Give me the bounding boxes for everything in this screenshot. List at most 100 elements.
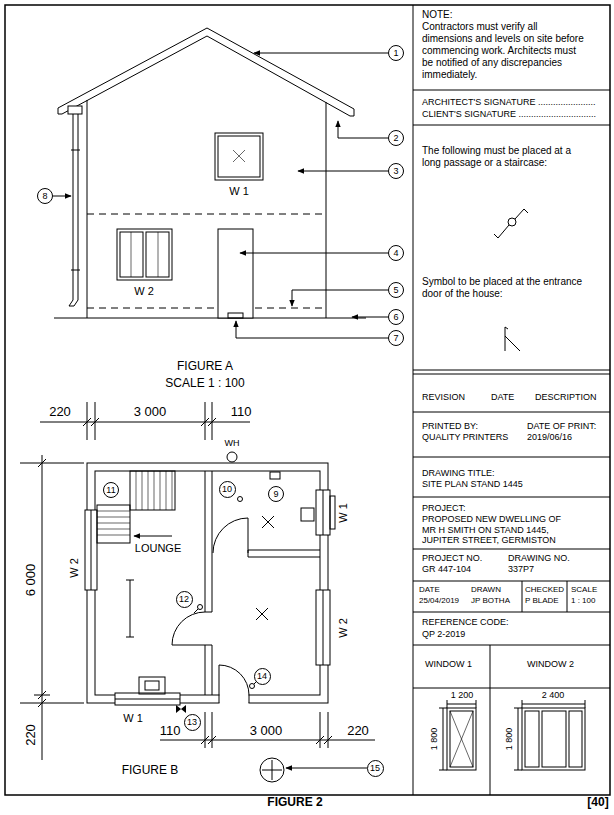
stair-tread (136, 471, 172, 510)
window-glass (323, 490, 324, 535)
door-step (228, 313, 243, 318)
staircase (130, 471, 175, 510)
dimension-line (20, 455, 84, 760)
wall (87, 100, 326, 318)
window-glass (115, 699, 180, 700)
title-block-text: REFERENCE CODE: (422, 617, 509, 628)
dimension-text: 1 800 (430, 727, 440, 752)
scale-label: SCALE 1 : 100 (164, 377, 245, 390)
window-plan (316, 490, 330, 535)
mark-total: [40] (586, 796, 609, 809)
door-jamb (219, 695, 249, 703)
window-pane (120, 232, 143, 277)
stair-tread (97, 511, 130, 535)
title-block-text: PROJECT NO. (422, 553, 482, 564)
title-block-text: 1 : 100 (571, 596, 595, 606)
two-way-switch-symbol (508, 218, 516, 226)
callout-number: 15 (370, 763, 380, 773)
title-block-text: GR 447-104 (422, 564, 471, 575)
leader-line (338, 121, 388, 138)
title-block-text: PRINTED BY: (422, 421, 478, 432)
title-block-cell: DRAWING TITLE:SITE PLAN STAND 1445 (413, 457, 610, 497)
figure-label: FIGURE B (121, 764, 180, 777)
title-block-cell: WINDOW 2 (490, 645, 610, 688)
title-block-text: DATE (491, 392, 514, 403)
callout-number: 12 (179, 594, 189, 604)
title-block-text: PROJECT: (422, 503, 466, 514)
door-swing (172, 612, 205, 645)
door-swing (213, 518, 248, 553)
title-block-cell: The following must be placed at a long p… (413, 125, 610, 370)
title-block-text: SCALE (571, 585, 597, 595)
title-block-text: 25/04/2019 (419, 596, 459, 606)
window-pane (569, 711, 582, 767)
bell-push-symbol (505, 327, 520, 351)
leader-line (352, 317, 388, 318)
roof (58, 28, 354, 116)
callout-circle: 9 (268, 486, 284, 502)
callout-number: 8 (42, 191, 47, 201)
fireplace-inner (145, 681, 159, 690)
north-point (262, 760, 282, 780)
window-plan (85, 510, 97, 590)
window-label: W 1 (122, 712, 144, 724)
window-label: W 2 (68, 557, 80, 579)
callout-number: 6 (393, 312, 398, 322)
title-block-cell: REVISIONDATEDESCRIPTION (413, 375, 610, 412)
title-block-cell: ARCHITECT'S SIGNATURE ..................… (413, 90, 610, 125)
window-elevation (117, 229, 172, 280)
fluorescent-light (126, 580, 134, 637)
callout-circle: 4 (388, 245, 404, 261)
window-elevation (215, 133, 263, 180)
dimension-text: 220 (24, 723, 38, 747)
callout-number: 14 (257, 671, 267, 681)
title-block-text: 2019/06/16 (527, 432, 572, 443)
callout-number: 7 (393, 333, 398, 343)
staircase (97, 505, 130, 543)
callout-number: 13 (187, 717, 197, 727)
window-pane-mark (450, 711, 473, 767)
title-block-text: QUALITY PRINTERS (422, 432, 508, 443)
window-plan (316, 590, 330, 665)
leader-line (236, 321, 388, 338)
leader-line (53, 196, 71, 197)
callout-circle: 8 (37, 188, 53, 204)
room-label: LOUNGE (134, 542, 182, 554)
callout-circle: 7 (388, 330, 404, 346)
leader-line (298, 171, 388, 172)
title-block-text: DESCRIPTION (535, 392, 597, 403)
window-sill (330, 496, 335, 529)
callout-number: 11 (106, 485, 115, 495)
title-block-cell: WINDOW 1 (413, 645, 490, 688)
level-line (87, 214, 326, 308)
title-block-text: CLIENT'S SIGNATURE .....................… (422, 109, 596, 120)
fireplace (139, 677, 165, 694)
inner-wall (95, 471, 320, 695)
leader-line (240, 253, 388, 254)
callout-circle: 10 (219, 481, 236, 498)
title-block-text: DATE OF PRINT: (527, 421, 596, 432)
dimension-text: 220 (346, 724, 370, 738)
dimension-text: 3 000 (133, 405, 168, 419)
title-block-text: DATE (419, 585, 440, 595)
title-block-text: PROPOSED NEW DWELLING OF MR H SMITH ON S… (422, 514, 570, 546)
light-point (256, 516, 274, 620)
switch-symbol (250, 684, 255, 689)
title-block-grid (413, 5, 610, 795)
dimension-line (514, 700, 585, 770)
title-block-cell: NOTE:Contractors must verify all dimensi… (413, 5, 610, 90)
leader-line (286, 768, 367, 769)
two-way-switch-symbol (494, 209, 528, 238)
title-block-cell: PRINTED BY:QUALITY PRINTERS DATE OF PRINT… (413, 412, 610, 457)
title-block-text: QP 2-2019 (422, 629, 465, 640)
downpipe (69, 114, 80, 306)
dimension-text: 220 (48, 405, 72, 419)
interior-wall (205, 471, 320, 695)
title-block-text: WINDOW 2 (527, 659, 574, 670)
title-block-text: 337P7 (508, 564, 534, 575)
title-block-text: Symbol to be placed at the entrance door… (422, 276, 590, 300)
dimension-text: 110 (159, 724, 182, 738)
title-block-cell: CHECKEDP BLADE (522, 581, 567, 612)
